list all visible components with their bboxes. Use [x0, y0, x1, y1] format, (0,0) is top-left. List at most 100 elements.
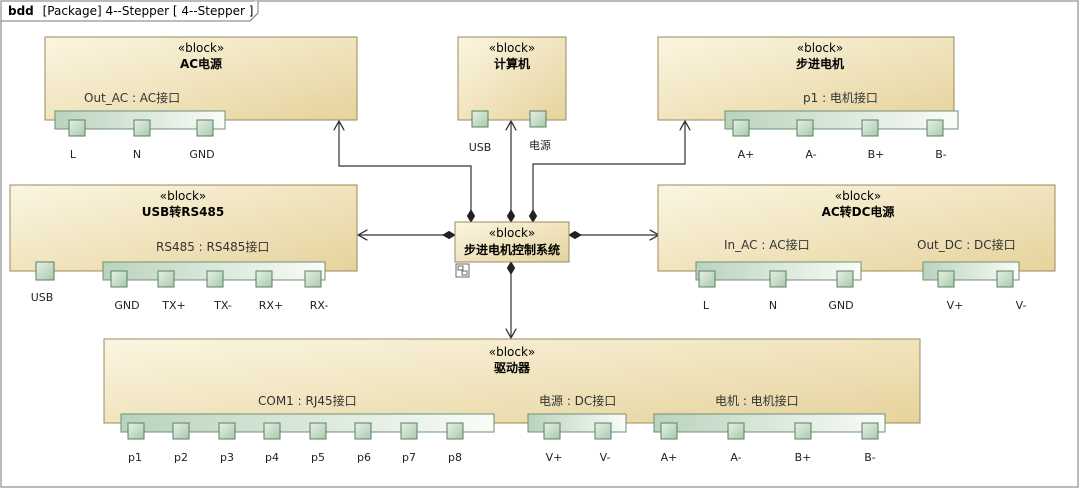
- decomposition-icon: [455, 263, 470, 278]
- block-stereotype: «block»: [489, 41, 536, 55]
- block-control-system[interactable]: «block» 步进电机控制系统: [454, 221, 570, 278]
- port-label: A-: [730, 451, 741, 464]
- port-label: 电源: [529, 138, 551, 152]
- frame-keyword: bdd: [8, 4, 34, 18]
- port-driver-v-plus[interactable]: [543, 422, 561, 440]
- block-usb-rs485[interactable]: «block» USB转RS485 RS485 : RS485接口 USB GN…: [9, 184, 358, 312]
- port-rs485-rx-minus[interactable]: [304, 270, 322, 288]
- port-computer-usb[interactable]: [471, 110, 489, 128]
- connectors: [339, 121, 685, 338]
- interface-label-p1: p1 : 电机接口: [803, 90, 878, 105]
- port-label: RX+: [259, 299, 283, 312]
- port-motor-a-minus[interactable]: [796, 119, 814, 137]
- port-label: N: [769, 299, 777, 312]
- interface-label-out-ac: Out_AC : AC接口: [84, 90, 180, 105]
- port-label: USB: [31, 291, 54, 304]
- port-in-ac-gnd[interactable]: [836, 270, 854, 288]
- port-rs485-tx-plus[interactable]: [157, 270, 175, 288]
- port-label: L: [703, 299, 710, 312]
- block-name-ac-dc: AC转DC电源: [822, 204, 895, 219]
- port-label: A+: [661, 451, 678, 464]
- port-com1-p8[interactable]: [446, 422, 464, 440]
- port-label: TX-: [213, 299, 232, 312]
- block-name-computer: 计算机: [494, 56, 530, 71]
- port-label: V+: [947, 299, 964, 312]
- port-label: B+: [868, 148, 885, 161]
- port-com1-p2[interactable]: [172, 422, 190, 440]
- port-label: B-: [935, 148, 947, 161]
- block-name-control-system: 步进电机控制系统: [464, 242, 560, 257]
- port-driver-b-minus[interactable]: [861, 422, 879, 440]
- port-label: B-: [864, 451, 876, 464]
- port-ac-gnd[interactable]: [196, 119, 214, 137]
- block-stereotype: «block»: [489, 345, 536, 359]
- port-driver-v-minus[interactable]: [594, 422, 612, 440]
- block-stereotype: «block»: [489, 226, 536, 240]
- port-rs485-gnd[interactable]: [110, 270, 128, 288]
- port-com1-p6[interactable]: [354, 422, 372, 440]
- port-label: GND: [828, 299, 853, 312]
- port-computer-power[interactable]: [529, 110, 547, 128]
- port-driver-b-plus[interactable]: [794, 422, 812, 440]
- port-label: V+: [546, 451, 563, 464]
- interface-label-motor: 电机 : 电机接口: [715, 393, 799, 408]
- port-label: p1: [128, 451, 142, 464]
- port-label: V-: [600, 451, 611, 464]
- port-rs485-tx-minus[interactable]: [206, 270, 224, 288]
- port-ac-n[interactable]: [133, 119, 151, 137]
- block-driver[interactable]: «block» 驱动器 COM1 : RJ45接口 p1 p2 p3 p4 p5…: [103, 338, 921, 464]
- port-com1-p1[interactable]: [127, 422, 145, 440]
- frame-title: [Package] 4--Stepper [ 4--Stepper ]: [43, 4, 254, 18]
- port-label: p2: [174, 451, 188, 464]
- interface-p1[interactable]: [724, 110, 959, 130]
- port-motor-a-plus[interactable]: [732, 119, 750, 137]
- block-name-stepper-motor: 步进电机: [796, 56, 844, 71]
- block-computer[interactable]: «block» 计算机 USB 电源: [457, 36, 567, 154]
- block-ac-power[interactable]: «block» AC电源 Out_AC : AC接口 L N GND: [44, 36, 358, 161]
- block-stepper-motor[interactable]: «block» 步进电机 p1 : 电机接口 A+ A- B+ B-: [657, 36, 959, 161]
- port-label: GND: [114, 299, 139, 312]
- port-driver-a-plus[interactable]: [660, 422, 678, 440]
- port-com1-p4[interactable]: [263, 422, 281, 440]
- connector-to-ac-power: [339, 121, 471, 222]
- svg-text:bdd [Package] 4--Stepper: bdd [Package] 4--Stepper [ 4--Stepper ]: [8, 4, 253, 18]
- port-label: p8: [448, 451, 462, 464]
- block-stereotype: «block»: [797, 41, 844, 55]
- port-driver-a-minus[interactable]: [727, 422, 745, 440]
- port-label: V-: [1016, 299, 1027, 312]
- port-label: A-: [805, 148, 816, 161]
- block-stereotype: «block»: [178, 41, 225, 55]
- block-name-driver: 驱动器: [494, 361, 531, 375]
- port-out-dc-v-minus[interactable]: [996, 270, 1014, 288]
- port-motor-b-minus[interactable]: [926, 119, 944, 137]
- port-label: p4: [265, 451, 279, 464]
- port-label: p6: [357, 451, 371, 464]
- port-label: L: [70, 148, 77, 161]
- interface-label-in-ac: In_AC : AC接口: [724, 237, 810, 252]
- port-ac-l[interactable]: [68, 119, 86, 137]
- port-usb-rs485-usb[interactable]: [35, 261, 55, 281]
- port-label: p7: [402, 451, 416, 464]
- interface-motor[interactable]: [653, 413, 886, 433]
- block-ac-dc[interactable]: «block» AC转DC电源 In_AC : AC接口 Out_DC : DC…: [657, 184, 1056, 312]
- interface-label-power-dc: 电源 : DC接口: [539, 393, 616, 408]
- port-out-dc-v-plus[interactable]: [937, 270, 955, 288]
- port-rs485-rx-plus[interactable]: [255, 270, 273, 288]
- port-in-ac-n[interactable]: [769, 270, 787, 288]
- port-label: p5: [311, 451, 325, 464]
- port-com1-p5[interactable]: [309, 422, 327, 440]
- connector-to-stepper-motor: [533, 121, 685, 222]
- port-com1-p3[interactable]: [218, 422, 236, 440]
- port-label: USB: [469, 141, 492, 154]
- block-stereotype: «block»: [835, 189, 882, 203]
- port-label: N: [133, 148, 141, 161]
- port-label: RX-: [310, 299, 329, 312]
- port-in-ac-l[interactable]: [698, 270, 716, 288]
- port-motor-b-plus[interactable]: [861, 119, 879, 137]
- port-com1-p7[interactable]: [400, 422, 418, 440]
- block-name-usb-rs485: USB转RS485: [142, 204, 224, 219]
- port-label: B+: [795, 451, 812, 464]
- port-label: GND: [189, 148, 214, 161]
